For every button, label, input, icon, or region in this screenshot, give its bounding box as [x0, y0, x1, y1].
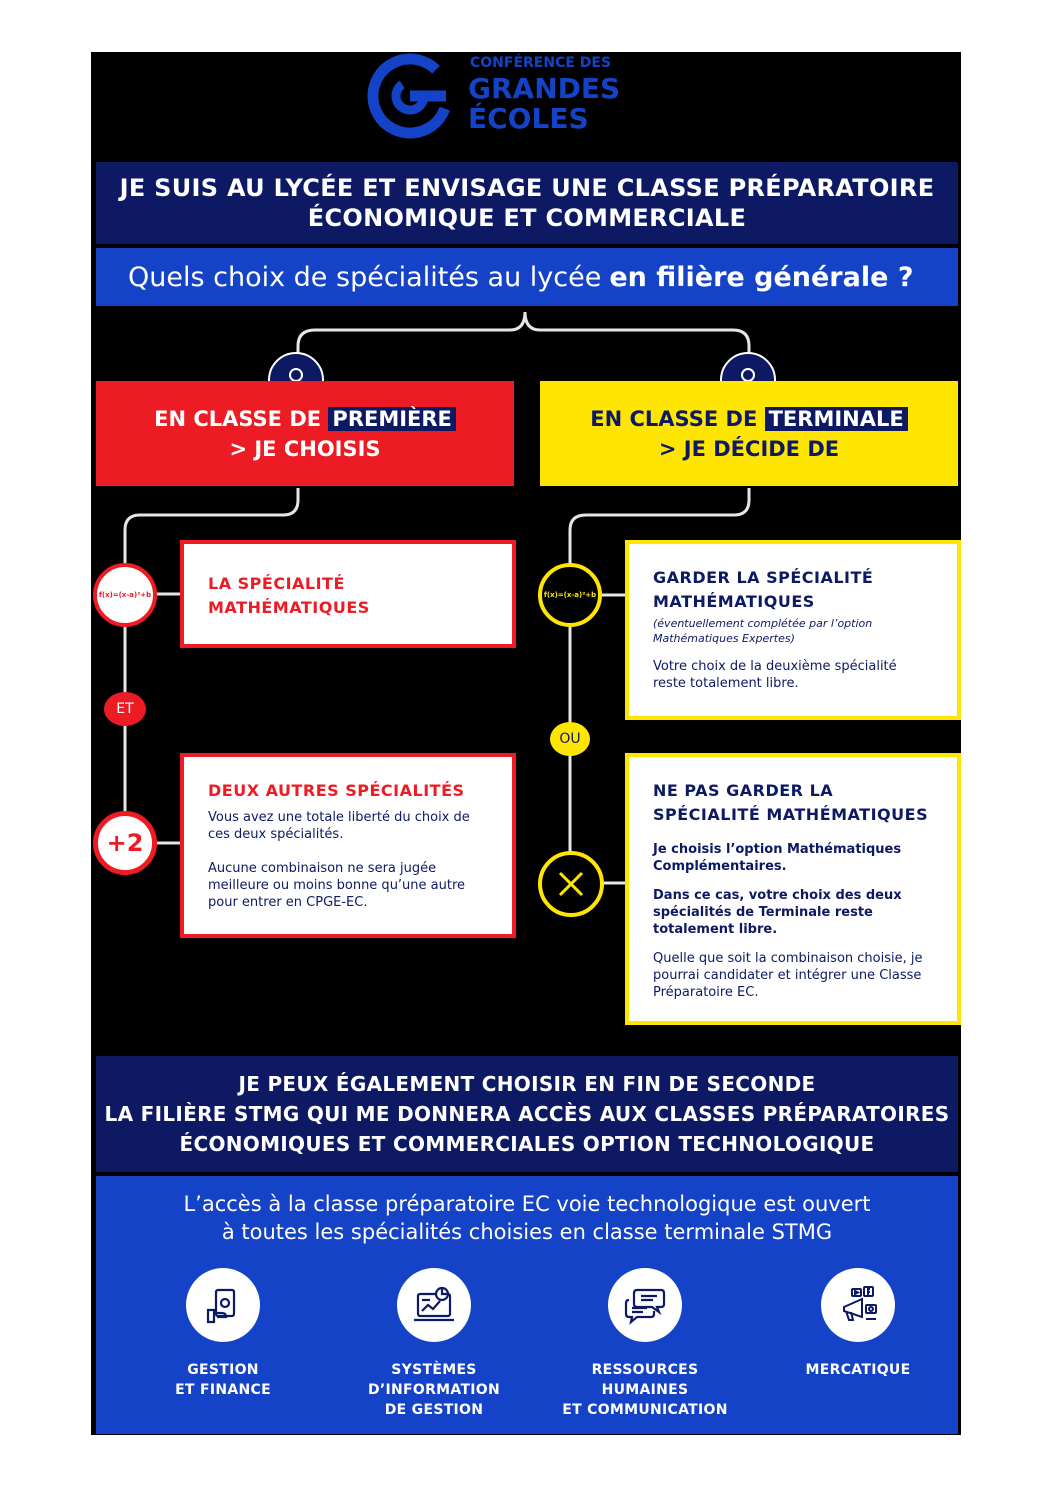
- ou-connector-label: OU: [550, 722, 590, 756]
- card-drop-p-line2: pourrai candidater et intégrer une Class…: [653, 968, 922, 983]
- megaphone-icon: [821, 1268, 895, 1342]
- specialty-ressources-humaines: RESSOURCES HUMAINES ET COMMUNICATION: [550, 1268, 740, 1420]
- cross-icon: [558, 871, 584, 897]
- logo-line1: CONFÉRENCE DES: [470, 55, 612, 71]
- card-math-title-line1: LA SPÉCIALITÉ: [208, 574, 345, 593]
- question-bar: Quels choix de spécialités au lycée en f…: [96, 248, 958, 306]
- spec3-line2: HUMAINES: [601, 1382, 689, 1398]
- card-keep-note-line2: Mathématiques Expertes): [653, 632, 795, 645]
- premiere-heading-highlight: PREMIÈRE: [328, 406, 456, 431]
- card-drop-p-line3: Préparatoire EC.: [653, 985, 759, 1000]
- card-keep-title-line1: GARDER LA SPÉCIALITÉ: [653, 568, 874, 587]
- card-keep-math: GARDER LA SPÉCIALITÉ MATHÉMATIQUES (éven…: [625, 540, 961, 720]
- card-drop-b2-line1: Dans ce cas, votre choix des deux: [653, 888, 902, 903]
- specialty-gestion-finance: GESTION ET FINANCE: [128, 1268, 318, 1400]
- card-two-p1-line1: Vous avez une totale liberté du choix de: [208, 810, 470, 825]
- premiere-heading-prefix: EN CLASSE DE: [154, 406, 329, 431]
- card-math-title-line2: MATHÉMATIQUES: [208, 598, 370, 617]
- card-drop-b1-line2: Complémentaires.: [653, 859, 787, 874]
- stmg-title: JE PEUX ÉGALEMENT CHOISIR EN FIN DE SECO…: [96, 1056, 958, 1172]
- page-title: JE SUIS AU LYCÉE ET ENVISAGE UNE CLASSE …: [96, 162, 958, 244]
- spec2-line2: D’INFORMATION: [367, 1382, 501, 1398]
- title-line2: ÉCONOMIQUE ET COMMERCIALE: [307, 204, 747, 232]
- chat-bubbles-icon: [608, 1268, 682, 1342]
- stmg-title-line3: ÉCONOMIQUES ET COMMERCIALES OPTION TECHN…: [179, 1132, 875, 1156]
- stmg-text-line2: à toutes les spécialités choisies en cla…: [221, 1220, 833, 1244]
- premiere-formula-badge: f(x)=(x-a)²+b: [93, 563, 157, 627]
- specialty-mercatique: MERCATIQUE: [763, 1268, 953, 1380]
- premiere-formula: f(x)=(x-a)²+b: [98, 591, 152, 599]
- card-drop-p-line1: Quelle que soit la combinaison choisie, …: [653, 951, 923, 966]
- card-drop-title-line2: SPÉCIALITÉ MATHÉMATIQUES: [653, 805, 929, 824]
- card-math-speciality: LA SPÉCIALITÉ MATHÉMATIQUES: [180, 540, 516, 648]
- stmg-body: L’accès à la classe préparatoire EC voie…: [96, 1176, 958, 1434]
- terminale-formula-badge: f(x)=(x-a)²+b: [538, 563, 602, 627]
- card-drop-b1-line1: Je choisis l’option Mathématiques: [653, 842, 902, 857]
- title-line1: JE SUIS AU LYCÉE ET ENVISAGE UNE CLASSE …: [119, 174, 935, 202]
- spec4-line1: MERCATIQUE: [805, 1362, 911, 1378]
- question-bold: en filière générale ?: [609, 261, 914, 293]
- spec3-line3: ET COMMUNICATION: [562, 1402, 728, 1418]
- card-keep-title-line2: MATHÉMATIQUES: [653, 592, 815, 611]
- spec3-line1: RESSOURCES: [591, 1362, 699, 1378]
- card-drop-math: NE PAS GARDER LA SPÉCIALITÉ MATHÉMATIQUE…: [625, 753, 961, 1025]
- card-keep-body-line2: reste totalement libre.: [653, 676, 799, 691]
- cross-badge: [538, 851, 604, 917]
- stmg-title-line1: JE PEUX ÉGALEMENT CHOISIR EN FIN DE SECO…: [238, 1072, 816, 1096]
- card-drop-title-line1: NE PAS GARDER LA: [653, 781, 834, 800]
- card-keep-note-line1: (éventuellement complétée par l’option: [653, 617, 873, 630]
- spec2-line3: DE GESTION: [384, 1402, 484, 1418]
- card-drop-b2-line3: totalement libre.: [653, 922, 778, 937]
- spec2-line1: SYSTÈMES: [391, 1362, 477, 1378]
- terminale-heading-highlight: TERMINALE: [764, 406, 908, 431]
- terminale-heading-prefix: EN CLASSE DE: [590, 406, 765, 431]
- card-two-p2-line2: meilleure ou moins bonne qu’une autre: [208, 878, 466, 893]
- plus-two-badge: +2: [93, 811, 157, 875]
- cge-logo-icon: [367, 53, 453, 139]
- plus-two-label: +2: [106, 829, 144, 857]
- card-two-other-specialities: DEUX AUTRES SPÉCIALITÉS Vous avez une to…: [180, 753, 516, 938]
- card-two-title: DEUX AUTRES SPÉCIALITÉS: [208, 781, 465, 800]
- card-keep-body-line1: Votre choix de la deuxième spécialité: [653, 659, 897, 674]
- terminale-heading-line2: > JE DÉCIDE DE: [658, 436, 840, 461]
- card-two-p1-line2: ces deux spécialités.: [208, 827, 344, 842]
- question-normal: Quels choix de spécialités au lycée: [128, 261, 602, 293]
- et-connector-label: ET: [104, 692, 146, 726]
- premiere-heading-line2: > JE CHOISIS: [229, 436, 381, 461]
- card-two-p2-line3: pour entrer en CPGE-EC.: [208, 895, 368, 910]
- money-icon: [186, 1268, 260, 1342]
- stmg-text: L’accès à la classe préparatoire EC voie…: [96, 1190, 958, 1246]
- spec1-line1: GESTION: [187, 1362, 259, 1378]
- stmg-text-line1: L’accès à la classe préparatoire EC voie…: [183, 1192, 871, 1216]
- card-two-p2-line1: Aucune combinaison ne sera jugée: [208, 861, 437, 876]
- stmg-title-line2: LA FILIÈRE STMG QUI ME DONNERA ACCÈS AUX…: [104, 1102, 950, 1126]
- logo-line3: ÉCOLES: [468, 102, 589, 135]
- logo-line2: GRANDES: [468, 72, 621, 105]
- card-drop-b2-line2: spécialités de Terminale reste: [653, 905, 873, 920]
- spec1-line2: ET FINANCE: [175, 1382, 271, 1398]
- specialty-systemes-information: SYSTÈMES D’INFORMATION DE GESTION: [339, 1268, 529, 1420]
- cge-logo: CONFÉRENCE DES GRANDES ÉCOLES: [364, 52, 644, 140]
- laptop-chart-icon: [397, 1268, 471, 1342]
- premiere-heading: EN CLASSE DE PREMIÈRE > JE CHOISIS: [96, 381, 514, 486]
- terminale-formula: f(x)=(x-a)²+b: [543, 591, 597, 599]
- terminale-heading: EN CLASSE DE TERMINALE > JE DÉCIDE DE: [540, 381, 958, 486]
